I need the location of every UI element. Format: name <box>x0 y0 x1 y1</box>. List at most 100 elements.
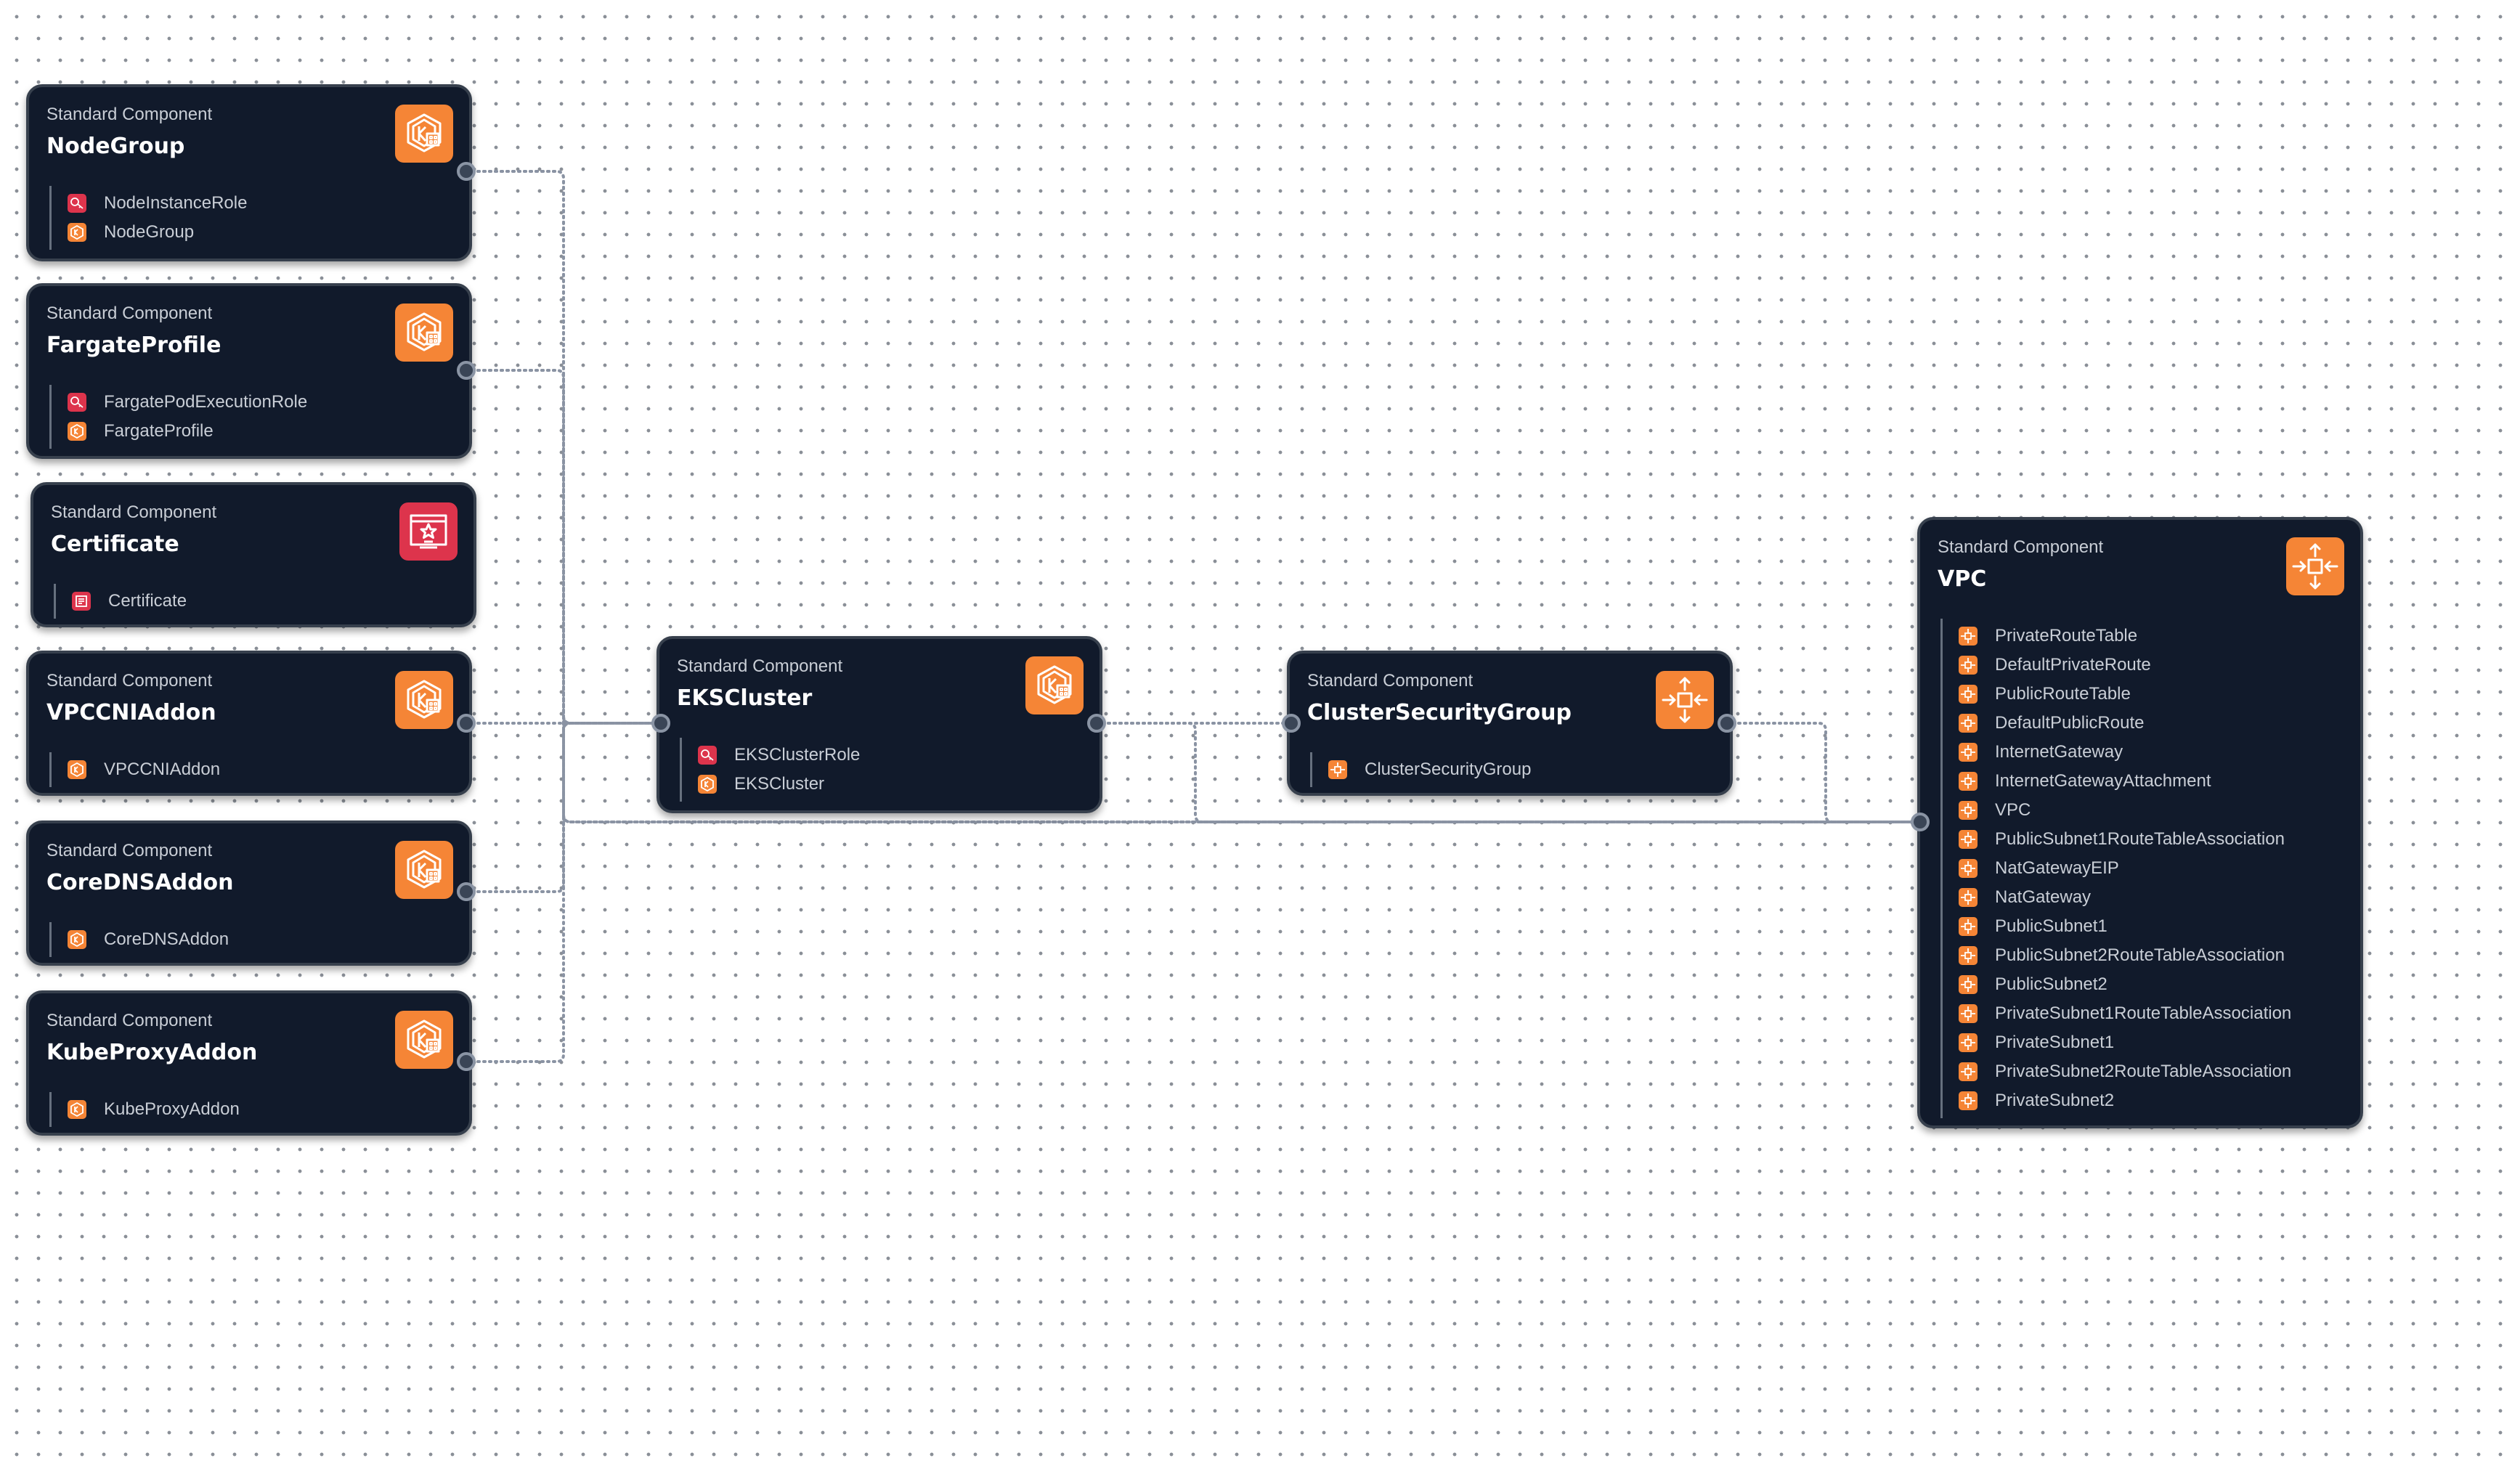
resource-item[interactable]: DefaultPublicRoute <box>1959 709 2291 738</box>
edge-nodegroup-to-ekscluster[interactable] <box>465 170 662 725</box>
edge-corednsaddon-to-ekscluster[interactable] <box>465 722 662 893</box>
eks-resource-icon <box>68 223 86 242</box>
output-handle-corednsaddon[interactable] <box>457 882 476 901</box>
resource-item[interactable]: NatGateway <box>1959 883 2291 912</box>
eks-icon <box>395 1011 453 1069</box>
output-handle-fargateprofile[interactable] <box>457 361 476 380</box>
component-kind-label: Standard Component <box>46 1011 213 1030</box>
component-title: KubeProxyAddon <box>46 1040 258 1065</box>
vpc-resource-icon <box>1959 1091 1978 1110</box>
component-title: ClusterSecurityGroup <box>1307 700 1572 725</box>
resource-label: FargateProfile <box>104 421 214 441</box>
resource-item[interactable]: PrivateSubnet2RouteTableAssociation <box>1959 1057 2291 1086</box>
vpc-resource-icon <box>1959 714 1978 733</box>
vpc-resource-icon <box>1959 917 1978 936</box>
resource-item[interactable]: PublicSubnet1 <box>1959 912 2291 941</box>
output-handle-kubeproxyaddon[interactable] <box>457 1052 476 1071</box>
resource-item[interactable]: FargatePodExecutionRole <box>68 388 307 417</box>
output-handle-clustersecuritygroup[interactable] <box>1718 714 1736 733</box>
eks-resource-icon <box>68 760 86 779</box>
vpc-resource-icon <box>1959 685 1978 704</box>
resource-label: InternetGateway <box>1995 742 2123 762</box>
vpc-resource-icon <box>1959 656 1978 675</box>
resource-item[interactable]: EKSCluster <box>698 770 860 799</box>
component-kind-label: Standard Component <box>1307 671 1474 691</box>
resource-label: PublicSubnet2 <box>1995 974 2108 994</box>
edge-clustersecuritygroup-to-vpc[interactable] <box>1726 722 1922 823</box>
resource-item[interactable]: KubeProxyAddon <box>68 1095 240 1124</box>
component-title: CoreDNSAddon <box>46 870 234 895</box>
resource-item[interactable]: PrivateRouteTable <box>1959 622 2291 651</box>
output-handle-ekscluster[interactable] <box>1087 714 1106 733</box>
resource-item[interactable]: NodeInstanceRole <box>68 189 247 218</box>
input-handle-clustersecuritygroup[interactable] <box>1282 714 1301 733</box>
resource-item[interactable]: EKSClusterRole <box>698 741 860 770</box>
resource-item[interactable]: PublicSubnet1RouteTableAssociation <box>1959 825 2291 854</box>
resource-label: DefaultPublicRoute <box>1995 713 2145 733</box>
vpc-resource-icon <box>1959 859 1978 878</box>
resource-item[interactable]: PrivateSubnet1 <box>1959 1028 2291 1057</box>
resource-item[interactable]: DefaultPrivateRoute <box>1959 651 2291 680</box>
resource-list: Certificate <box>54 584 187 619</box>
vpc-resource-icon <box>1959 772 1978 791</box>
resource-label: DefaultPrivateRoute <box>1995 655 2151 675</box>
resource-list: ClusterSecurityGroup <box>1310 752 1531 787</box>
resource-label: PublicRouteTable <box>1995 684 2131 704</box>
certificate-manager-icon <box>399 502 458 561</box>
resource-item[interactable]: PublicRouteTable <box>1959 680 2291 709</box>
resource-item[interactable]: FargateProfile <box>68 417 307 446</box>
resource-item[interactable]: VPCCNIAddon <box>68 755 220 784</box>
resource-label: Certificate <box>108 591 187 611</box>
edge-fargateprofile-to-ekscluster[interactable] <box>465 369 662 725</box>
input-handle-ekscluster[interactable] <box>651 714 670 733</box>
resource-item[interactable]: PrivateSubnet1RouteTableAssociation <box>1959 999 2291 1028</box>
resource-item[interactable]: NatGatewayEIP <box>1959 854 2291 883</box>
vpc-resource-icon <box>1959 801 1978 820</box>
component-kind-label: Standard Component <box>1938 537 2104 557</box>
resource-label: PrivateSubnet2RouteTableAssociation <box>1995 1062 2292 1081</box>
resource-label: KubeProxyAddon <box>104 1099 240 1119</box>
component-kind-label: Standard Component <box>46 105 213 124</box>
resource-item[interactable]: InternetGateway <box>1959 738 2291 767</box>
output-handle-nodegroup[interactable] <box>457 162 476 181</box>
resource-item[interactable]: PublicSubnet2 <box>1959 970 2291 999</box>
resource-list: VPCCNIAddon <box>49 752 220 787</box>
resource-item[interactable]: ClusterSecurityGroup <box>1328 755 1531 784</box>
resource-label: VPC <box>1995 800 2031 820</box>
resource-item[interactable]: Certificate <box>72 587 187 616</box>
component-title: FargateProfile <box>46 333 221 358</box>
resource-item[interactable]: InternetGatewayAttachment <box>1959 767 2291 796</box>
vpc-resource-icon <box>1959 888 1978 907</box>
resource-item[interactable]: NodeGroup <box>68 218 247 247</box>
resource-label: VPCCNIAddon <box>104 760 221 779</box>
vpc-resource-icon <box>1959 1062 1978 1081</box>
resource-item[interactable]: CoreDNSAddon <box>68 925 229 954</box>
resource-item[interactable]: PublicSubnet2RouteTableAssociation <box>1959 941 2291 970</box>
input-handle-vpc[interactable] <box>1911 813 1930 831</box>
resource-item[interactable]: VPC <box>1959 796 2291 825</box>
vpc-icon <box>2286 537 2344 595</box>
component-kind-label: Standard Component <box>46 671 213 691</box>
output-handle-vpccniaddon[interactable] <box>457 714 476 733</box>
vpc-resource-icon <box>1959 743 1978 762</box>
resource-item[interactable]: PrivateSubnet2 <box>1959 1086 2291 1115</box>
resource-label: PublicSubnet2RouteTableAssociation <box>1995 945 2285 965</box>
component-title: VPC <box>1938 566 1987 592</box>
edge-kubeproxyaddon-to-ekscluster[interactable] <box>465 722 662 1063</box>
resource-label: PrivateSubnet1 <box>1995 1033 2115 1052</box>
eks-icon <box>1025 656 1084 714</box>
